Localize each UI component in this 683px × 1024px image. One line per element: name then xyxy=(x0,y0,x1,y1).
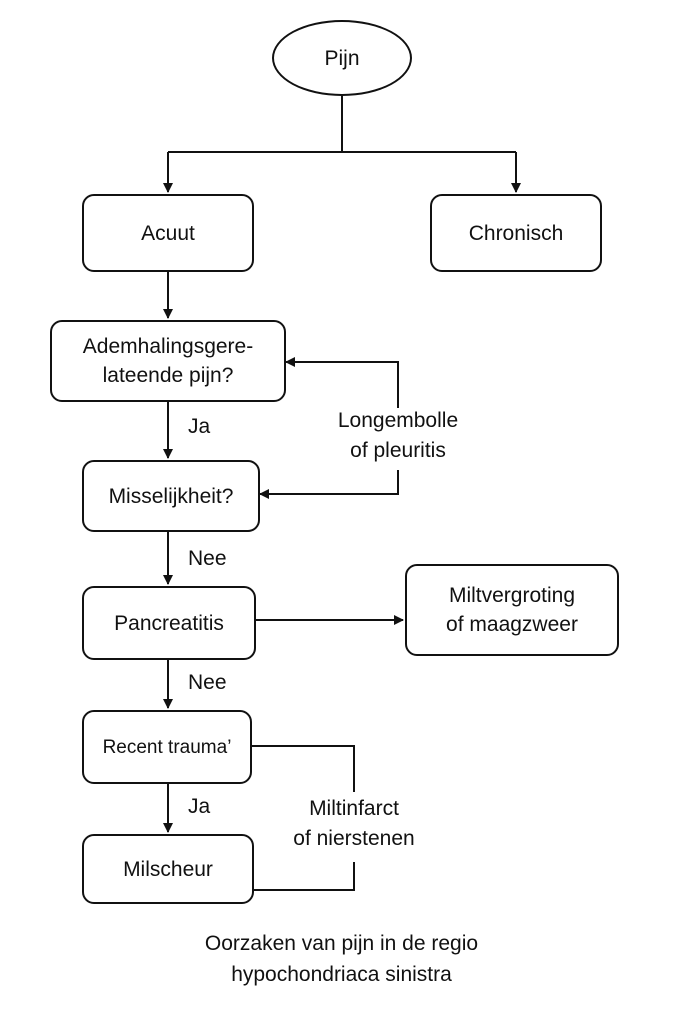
node-recent-trauma: Recent trauma’ xyxy=(82,710,252,784)
node-chronisch: Chronisch xyxy=(430,194,602,272)
node-pancreatitis: Pancreatitis xyxy=(82,586,256,660)
node-pijn: Pijn xyxy=(272,20,412,96)
caption-line2: hypochondriaca sinistra xyxy=(231,963,452,986)
edge-label-longembolle-line2: of pleuritis xyxy=(350,439,446,462)
node-pijn-label: Pijn xyxy=(324,46,360,70)
node-miltvergroting: Miltvergroting of maagzweer xyxy=(405,564,619,656)
node-misselijkheid: Misselijkheit? xyxy=(82,460,260,532)
node-milscheur: Milscheur xyxy=(82,834,254,904)
edge-longembolle-to-ademhaling xyxy=(285,357,399,408)
node-miltvergroting-line2: of maagzweer xyxy=(446,613,578,636)
edge-miltinfarct-milscheur xyxy=(254,862,355,891)
node-acuut-label: Acuut xyxy=(141,221,195,245)
edge-label-ja-1: Ja xyxy=(188,415,211,438)
node-chronisch-label: Chronisch xyxy=(468,221,564,245)
node-ademhaling-line1: Ademhalingsgere- xyxy=(82,335,254,358)
node-ademhaling-line2: lateende pijn? xyxy=(102,364,234,387)
edge-label-ja-2: Ja xyxy=(188,795,211,818)
node-ademhaling: Ademhalingsgere- lateende pijn? xyxy=(50,320,286,402)
edge-label-miltinfarct-line1: Miltinfarct xyxy=(309,797,399,820)
node-acuut: Acuut xyxy=(82,194,254,272)
node-recent-trauma-label: Recent trauma’ xyxy=(102,736,232,758)
diagram-caption: Oorzaken van pijn in de regio hypochondr… xyxy=(0,928,683,990)
edge-longembolle-to-misselijkheid xyxy=(259,470,399,499)
edge-label-miltinfarct-line2: of nierstenen xyxy=(293,827,415,850)
edge-label-miltinfarct: Miltinfarct of nierstenen xyxy=(278,794,430,854)
node-pancreatitis-label: Pancreatitis xyxy=(114,611,224,635)
edge-label-longembolle: Longembolle of pleuritis xyxy=(326,406,470,466)
edge-label-longembolle-line1: Longembolle xyxy=(337,409,459,432)
caption-line1: Oorzaken van pijn in de regio xyxy=(204,932,479,955)
node-misselijkheid-label: Misselijkheit? xyxy=(108,484,234,508)
edge-label-nee-1: Nee xyxy=(188,547,227,570)
edge-trauma-miltinfarct xyxy=(252,745,355,792)
edge-label-nee-2: Nee xyxy=(188,671,227,694)
node-milscheur-label: Milscheur xyxy=(123,857,213,881)
node-miltvergroting-line1: Miltvergroting xyxy=(448,584,576,607)
